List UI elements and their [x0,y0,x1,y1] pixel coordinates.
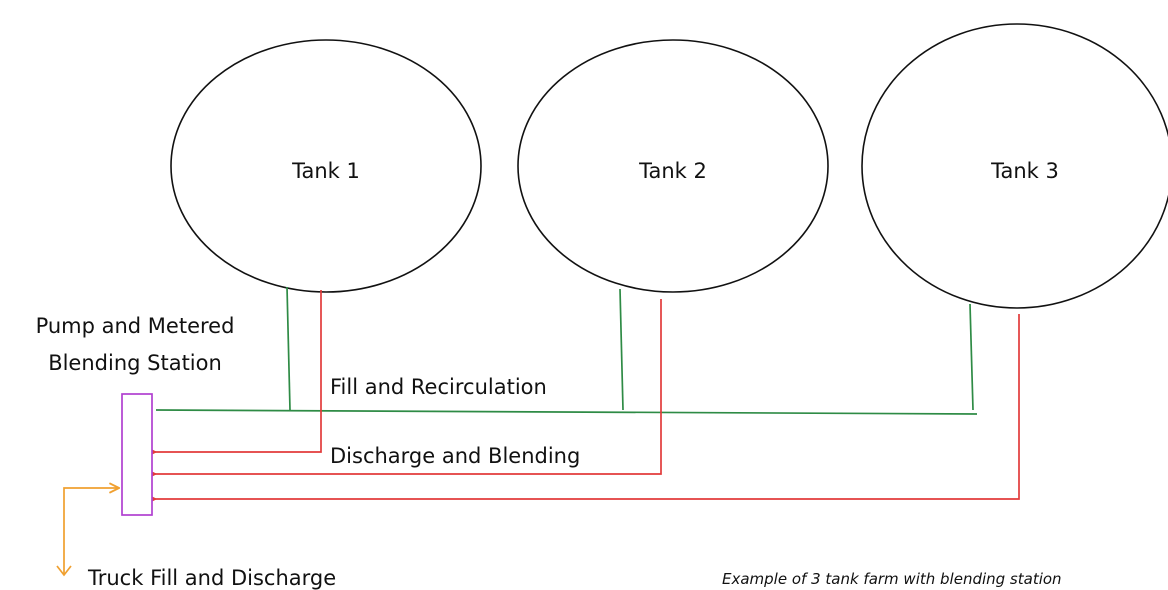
blending-station-box [121,393,153,516]
tank-3-label: Tank 3 [990,159,1059,183]
tank-1-outline [170,39,482,293]
fill-recirculation-line [155,286,978,415]
discharge-line-tank-2 [155,299,662,474]
tank-2: Tank 2 [517,39,829,293]
truck-line [63,488,119,574]
tank-3-outline [861,23,1168,309]
discharge-line-tank-3 [155,314,1020,499]
truck-fill-discharge-label: Truck Fill and Discharge [87,566,336,590]
truck-down-arrow-icon [56,565,72,577]
tank-1-label: Tank 1 [291,159,360,183]
fill-drop-tank-1 [286,286,291,411]
fill-drop-tank-2 [619,288,624,411]
discharge-blending-label: Discharge and Blending [330,444,580,468]
diagram-caption: Example of 3 tank farm with blending sta… [722,570,1062,588]
discharge-line-tank-1 [155,290,322,452]
fill-drop-tank-3 [969,303,974,411]
fill-header [155,409,978,415]
tank-3: Tank 3 [861,23,1168,309]
tank-2-label: Tank 2 [638,159,707,183]
station-label-line-2: Blending Station [48,351,222,375]
tank-1: Tank 1 [170,39,482,293]
discharge-blending-lines [155,290,1020,499]
tank-2-outline [517,39,829,293]
station-label-line-1: Pump and Metered [36,314,235,338]
truck-fill-discharge-line [56,488,119,577]
fill-recirculation-label: Fill and Recirculation [330,375,547,399]
